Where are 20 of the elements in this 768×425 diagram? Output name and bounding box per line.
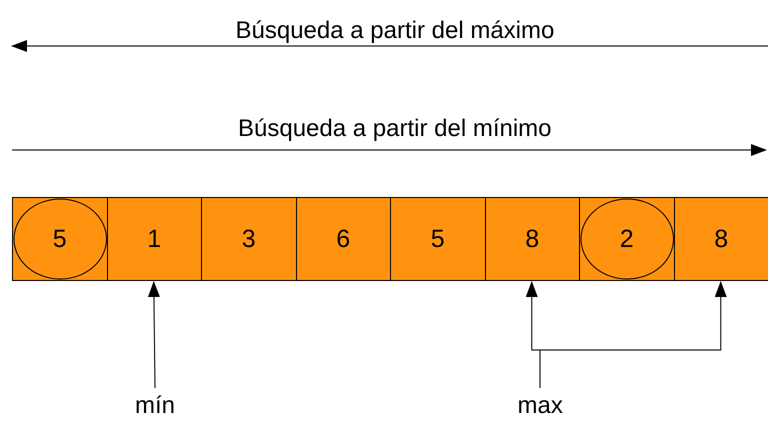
cell-value: 6 xyxy=(336,224,350,254)
array-cell xyxy=(390,197,486,281)
array-cell xyxy=(296,197,391,281)
cell-value: 5 xyxy=(52,224,67,254)
array-cell xyxy=(201,197,296,281)
array-cell xyxy=(674,197,768,281)
array-cell xyxy=(106,197,202,281)
search-direction-caption: Búsqueda a partir del máximo xyxy=(236,17,554,45)
cell-value: 2 xyxy=(620,224,634,254)
arrow xyxy=(148,281,160,388)
cell-value: 3 xyxy=(242,224,256,254)
arrow xyxy=(540,281,727,388)
cell-value: 1 xyxy=(147,224,162,254)
pointer-label: mín xyxy=(135,392,176,420)
array-cell xyxy=(484,197,580,281)
cell-value: 5 xyxy=(430,224,445,254)
pointer-label: max xyxy=(518,392,563,420)
cell-value: 8 xyxy=(714,224,728,254)
search-direction-caption: Búsqueda a partir del mínimo xyxy=(238,115,552,143)
cell-value: 8 xyxy=(525,224,540,254)
